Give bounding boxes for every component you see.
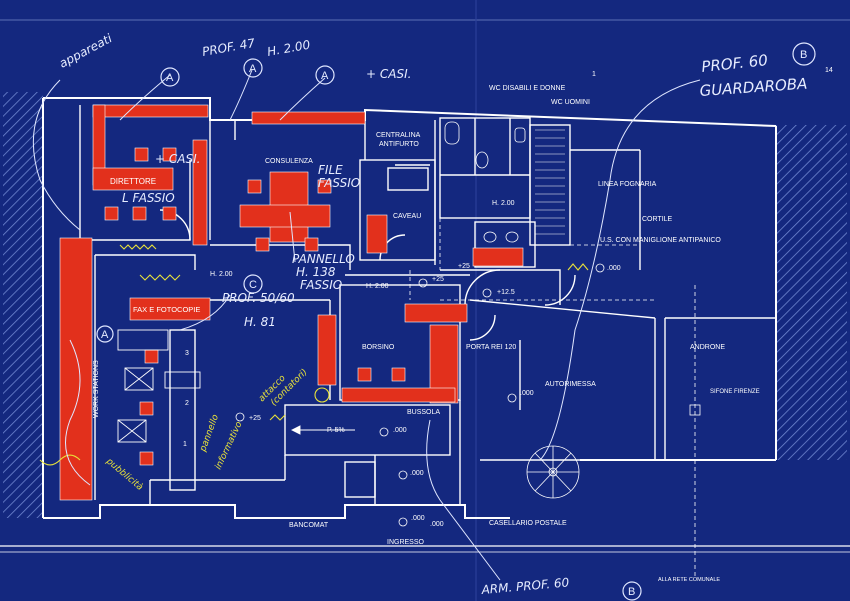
room-labels: CONSULENZA DIRETTORE CENTRALINA ANTIFURT… [93, 67, 833, 583]
yellow-annotations [39, 244, 589, 466]
marker-c [243, 274, 263, 294]
stair-number: 1 [183, 441, 187, 448]
room-label-linea-fognaria: LINEA FOGNARIA [598, 181, 657, 188]
room-label-casellario: CASELLARIO POSTALE [489, 520, 567, 527]
spiral-staircase [526, 445, 580, 499]
note-h81: H. 81 [244, 315, 276, 329]
note-pannello-h: H. 138 [296, 265, 336, 279]
room-label-borsino: BORSINO [362, 344, 395, 351]
height-label-b: H. 2.00 [366, 283, 389, 290]
desks [117, 329, 201, 443]
room-label-wc-uomini: WC UOMINI [551, 99, 590, 106]
room-label-androne: ANDRONE [690, 344, 725, 351]
stair-number: 2 [185, 400, 189, 407]
room-label-centralina: CENTRALINA [376, 132, 421, 139]
stair-number: 3 [185, 350, 189, 357]
height-label-wc: H. 2.00 [492, 200, 515, 207]
hatched-wall-left [3, 92, 43, 518]
ramp-arrow [290, 425, 355, 435]
note-file: FILE [318, 163, 343, 177]
ramp-label: P. 5% [327, 427, 345, 434]
circle-markers [96, 42, 816, 601]
room-label-antifurto: ANTIFURTO [379, 141, 419, 148]
marker-letters: A A A A B B C [101, 49, 807, 598]
marker-letter: A [249, 63, 257, 75]
room-label-fax: FAX E FOTOCOPIE [133, 305, 200, 314]
level-label: .000 [520, 390, 534, 397]
room-label-rete-comunale: ALLA RETE COMUNALE [658, 577, 720, 583]
room-label-sifone: SIFONE FIRENZE [710, 389, 760, 395]
marker-a [315, 65, 335, 85]
room-label-us-maniglione: U.S. CON MANIGLIONE ANTIPANICO [600, 237, 721, 244]
level-label: +25 [249, 415, 261, 422]
marker-letter: A [321, 70, 329, 82]
room-label-direttore: DIRETTORE [110, 177, 156, 186]
note-prof50: PROF. 50/60 [222, 291, 295, 305]
marker-letter: C [249, 279, 257, 291]
level-label: +25 [458, 263, 470, 270]
room-label-consulenza: CONSULENZA [265, 158, 313, 165]
hatched-wall-right [776, 125, 847, 460]
room-label-autorimessa: AUTORIMESSA [545, 381, 596, 388]
marker-a [160, 67, 180, 87]
level-label: .000 [393, 427, 407, 434]
sheet-number: 1 [592, 71, 596, 78]
level-label: +12.5 [497, 289, 515, 296]
room-label-porta-rei: PORTA REI 120 [466, 344, 516, 351]
note-casi: + CASI. [366, 67, 411, 81]
marker-a [243, 58, 263, 78]
furniture [59, 104, 524, 501]
stair-top-right [535, 129, 565, 235]
marker-letter: A [166, 72, 174, 84]
dashed-lines [409, 218, 696, 578]
sanitary-fixtures [444, 121, 526, 243]
note-pannello: PANNELLO [292, 252, 355, 266]
level-label: +25 [432, 276, 444, 283]
level-label: .000 [410, 470, 424, 477]
marker-letter: B [800, 49, 807, 61]
room-label-work-stations: WORK STATIONS [93, 360, 100, 418]
room-label-bussola: BUSSOLA [407, 409, 440, 416]
room-label-wc-disabili: WC DISABILI E DONNE [489, 85, 566, 92]
height-label-a: H. 2.00 [210, 271, 233, 278]
note-fassio: FASSIO [318, 176, 360, 190]
level-label: .000 [411, 515, 425, 522]
sheet-number: 14 [825, 67, 833, 74]
marker-letter: A [101, 329, 109, 341]
marker-b [792, 42, 816, 66]
tesoreria-label: attacco [312, 352, 318, 372]
level-label: .000 [430, 521, 444, 528]
note-fassio-dir: L FASSIO [122, 191, 175, 205]
room-label-caveau: CAVEAU [393, 213, 421, 220]
room-label-bancomat: BANCOMAT [289, 522, 329, 529]
room-label-ingresso: INGRESSO [387, 539, 425, 546]
marker-letter: B [628, 586, 635, 598]
room-label-cortile: CORTILE [642, 216, 673, 223]
marker-a [96, 325, 114, 343]
note-pannello-fassio: FASSIO [300, 278, 342, 292]
building-walls [42, 97, 777, 519]
level-label: .000 [607, 265, 621, 272]
level-markers [235, 263, 701, 527]
note-casi-dir: + CASI. [155, 152, 200, 166]
leader-lines [32, 69, 701, 581]
marker-b [622, 581, 642, 601]
